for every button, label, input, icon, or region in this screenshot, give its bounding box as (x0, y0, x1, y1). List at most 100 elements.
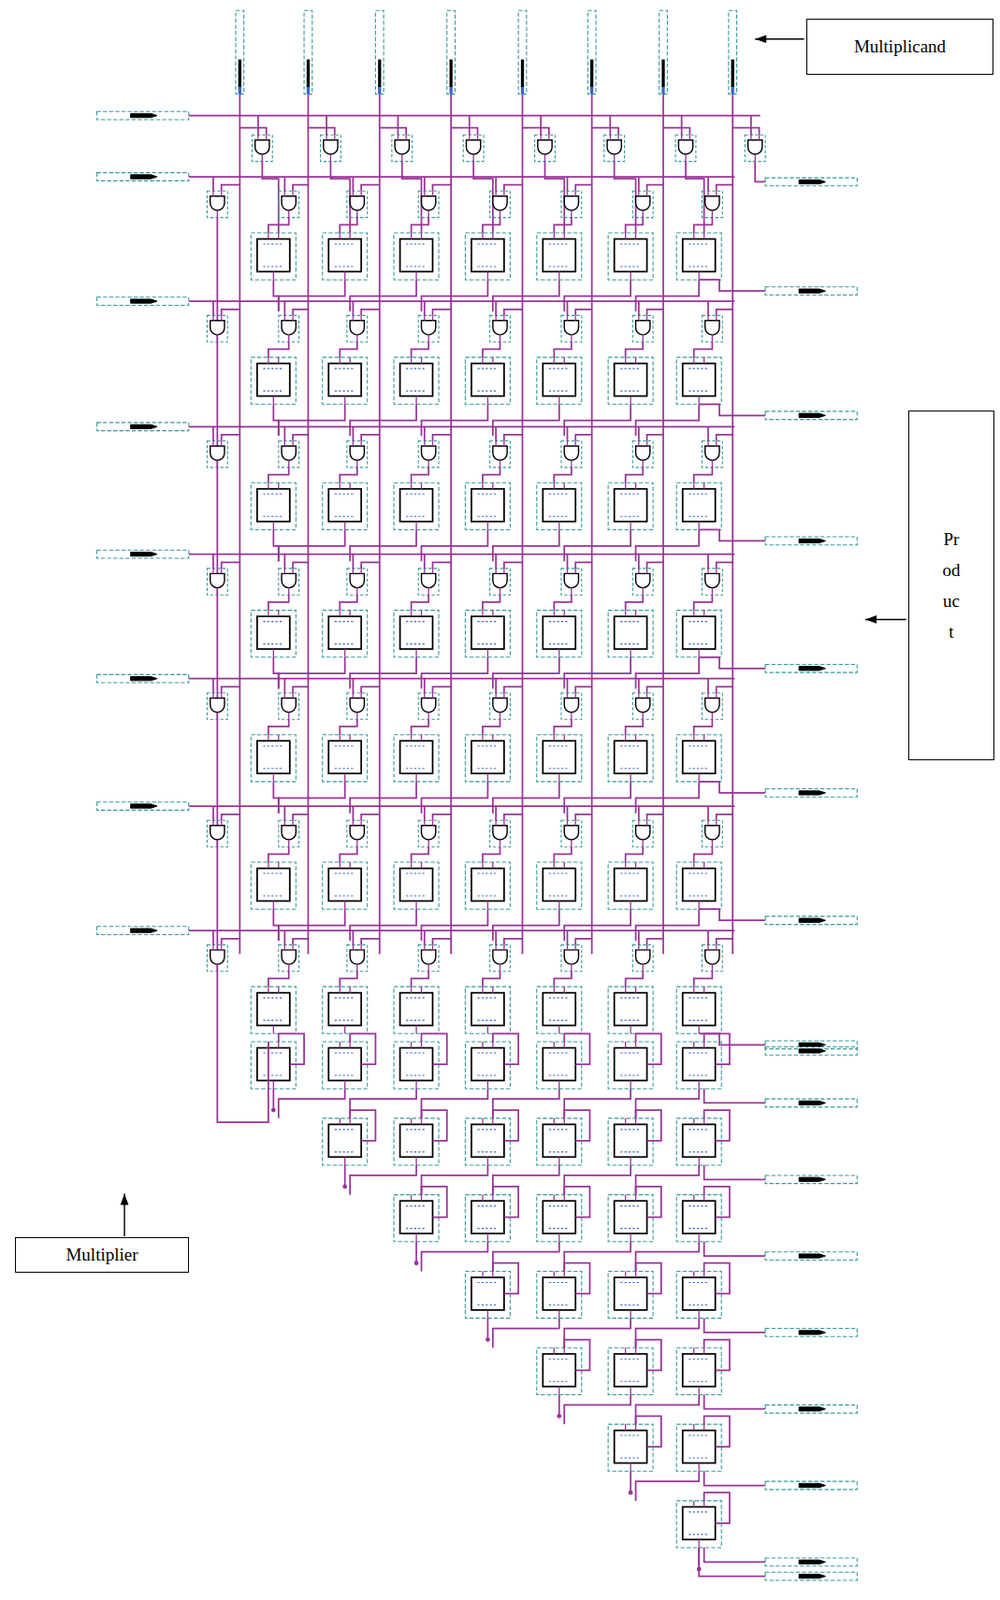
gate-outline (278, 693, 300, 720)
adder-input (348, 1118, 350, 1126)
wire (292, 434, 308, 442)
full-adder (257, 363, 290, 397)
adder-port (688, 1359, 710, 1361)
gate-input (575, 190, 577, 196)
adder-output (629, 1387, 631, 1396)
adder-port (620, 265, 641, 267)
full-adder (471, 363, 505, 397)
adder-outline (250, 482, 296, 530)
gate-output (427, 712, 429, 721)
adder-input (410, 357, 412, 364)
wire (349, 279, 417, 312)
adder-output (698, 1080, 700, 1089)
full-adder (614, 1431, 648, 1464)
gate-input (325, 134, 327, 140)
and-gate (607, 140, 622, 155)
adder-port (262, 768, 284, 769)
gate-output (642, 588, 644, 596)
full-adder (682, 616, 716, 650)
adder-port (405, 1129, 427, 1131)
gate-input (646, 568, 648, 574)
adder-output (487, 1233, 489, 1243)
full-adder (682, 993, 716, 1027)
adder-outline (322, 357, 368, 405)
adder-output (629, 521, 631, 531)
and-gate (466, 140, 481, 155)
output-pin (765, 287, 857, 296)
adder-outline (393, 1118, 439, 1166)
adder-input (564, 1118, 566, 1126)
adder-outline (536, 482, 582, 530)
gate-outline (561, 693, 582, 720)
adder-outline (393, 482, 439, 530)
adder-port (688, 1151, 710, 1153)
full-adder (328, 363, 362, 397)
adder-output (344, 396, 346, 406)
and-gate (349, 950, 364, 965)
gate-output (570, 460, 572, 468)
adder-input (635, 1347, 637, 1355)
wire (268, 719, 290, 735)
adder-port (688, 1129, 710, 1131)
gate-output (613, 154, 615, 162)
adder-port (549, 895, 570, 897)
adder-input (410, 1042, 412, 1049)
adder-port (688, 998, 710, 1000)
gate-output (711, 460, 713, 468)
adder-outline (536, 986, 582, 1034)
gate-outline (347, 315, 368, 342)
adder-output (487, 271, 489, 280)
wire (637, 554, 640, 569)
wire (591, 94, 594, 956)
wire (716, 562, 733, 569)
gate-output (217, 460, 218, 468)
wire (468, 115, 471, 136)
gate-input (503, 441, 505, 447)
adder-input (420, 1195, 422, 1203)
output-pin-symbol (798, 1049, 826, 1054)
wire (707, 806, 710, 821)
adder-input (481, 610, 483, 618)
arrowhead (754, 34, 767, 44)
adder-outline (250, 610, 296, 658)
and-gate (210, 446, 225, 461)
gate-outline (632, 820, 653, 847)
adder-port (688, 1020, 710, 1022)
output-pin-symbol (798, 791, 826, 796)
gate-input (646, 315, 648, 320)
wire (504, 939, 523, 946)
gate-output (570, 334, 572, 343)
wire (704, 1242, 766, 1257)
full-adder (400, 363, 434, 397)
gate-input (352, 441, 354, 447)
wire (482, 467, 501, 483)
adder-input (339, 357, 341, 364)
adder-port (478, 1304, 499, 1306)
gate-outline (418, 944, 439, 972)
adder-port (262, 1052, 284, 1054)
gate-input (284, 820, 286, 826)
adder-output (273, 773, 275, 783)
wire (349, 657, 417, 690)
gate-outline (347, 441, 368, 468)
and-gate (323, 140, 338, 155)
adder-port (620, 768, 641, 769)
adder-outline (322, 482, 368, 530)
and-gate (421, 446, 436, 461)
gate-output (356, 588, 358, 596)
adder-output (415, 1157, 417, 1166)
adder-port (262, 745, 284, 747)
wire (566, 554, 569, 569)
gate-input (637, 820, 639, 826)
full-adder (257, 1048, 290, 1082)
full-adder (400, 993, 434, 1027)
wire (707, 679, 710, 694)
gate-output (570, 840, 572, 848)
adder-input (481, 232, 483, 240)
wire (221, 686, 241, 694)
wire (636, 279, 700, 312)
full-adder (400, 489, 434, 522)
adder-port (334, 243, 356, 245)
adder-outline (608, 1042, 653, 1089)
adder-input (635, 735, 637, 742)
